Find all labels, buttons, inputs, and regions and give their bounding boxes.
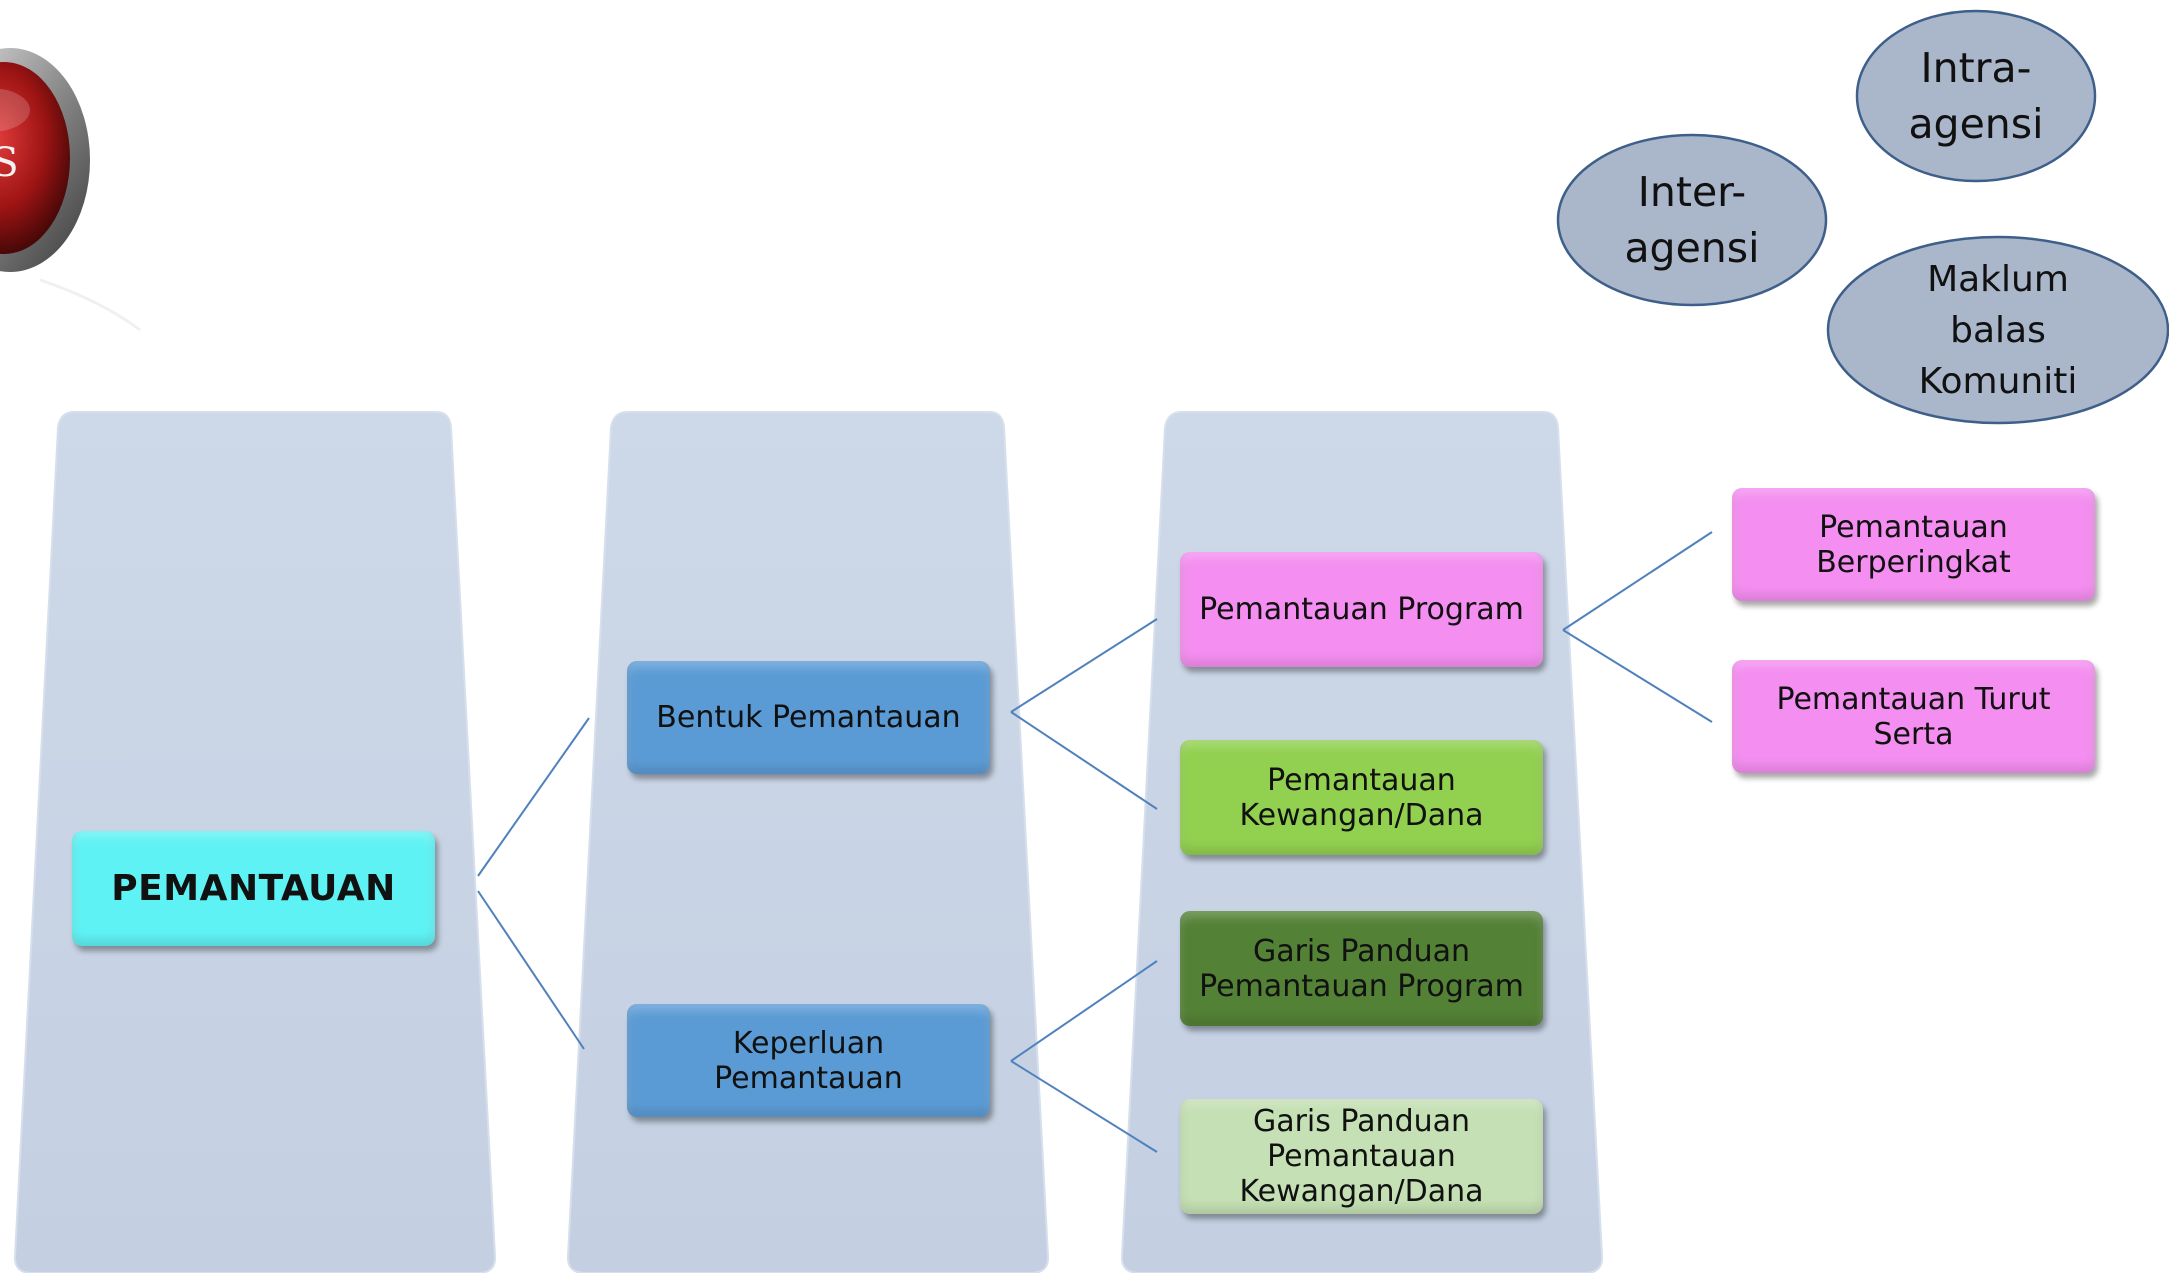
node-pemantauan-turut-serta: Pemantauan Turut Serta [1732, 660, 2095, 773]
root-node-pemantauan: PEMANTAUAN [72, 831, 435, 946]
node-pemantauan-program: Pemantauan Program [1180, 552, 1543, 667]
bubble-label-intra-agensi: Intra- agensi [1908, 44, 2044, 148]
node-pemantauan-berperingkat: Pemantauan Berperingkat [1732, 488, 2095, 601]
logo-emblem-icon [0, 48, 141, 332]
bubble-intra-agensi [1855, 9, 2097, 183]
node-bentuk-pemantauan: Bentuk Pemantauan [627, 661, 990, 774]
bubble-label-inter-agensi: Inter- agensi [1624, 168, 1760, 272]
connector-program-to-berperingkat [1562, 531, 1713, 631]
node-keperluan-pemantauan: Keperluan Pemantauan [627, 1004, 990, 1117]
bubble-maklum-balas [1826, 235, 2169, 425]
connector-program-to-turut-serta [1562, 629, 1713, 723]
connector-bentuk-to-kewangan [1010, 711, 1158, 810]
bubble-inter-agensi [1556, 133, 1828, 307]
connector-root-to-bentuk [477, 717, 590, 877]
logo-letter: S [0, 140, 19, 186]
bubble-label-maklum-balas-komuniti: Maklum balas Komuniti [1918, 258, 2078, 402]
connectors [477, 531, 1713, 1153]
connector-keperluan-to-garis-kewangan [1010, 1060, 1158, 1153]
column-panel-2 [566, 411, 1050, 1273]
node-garis-panduan-pemantauan-program: Garis Panduan Pemantauan Program [1180, 911, 1543, 1026]
connector-bentuk-to-program [1010, 618, 1158, 713]
node-pemantauan-kewangan-dana: Pemantauan Kewangan/Dana [1180, 740, 1543, 855]
connector-keperluan-to-garis-program [1010, 960, 1158, 1062]
connector-root-to-keperluan [477, 890, 585, 1050]
node-garis-panduan-pemantauan-kewangan-dana: Garis Panduan Pemantauan Kewangan/Dana [1180, 1099, 1543, 1214]
